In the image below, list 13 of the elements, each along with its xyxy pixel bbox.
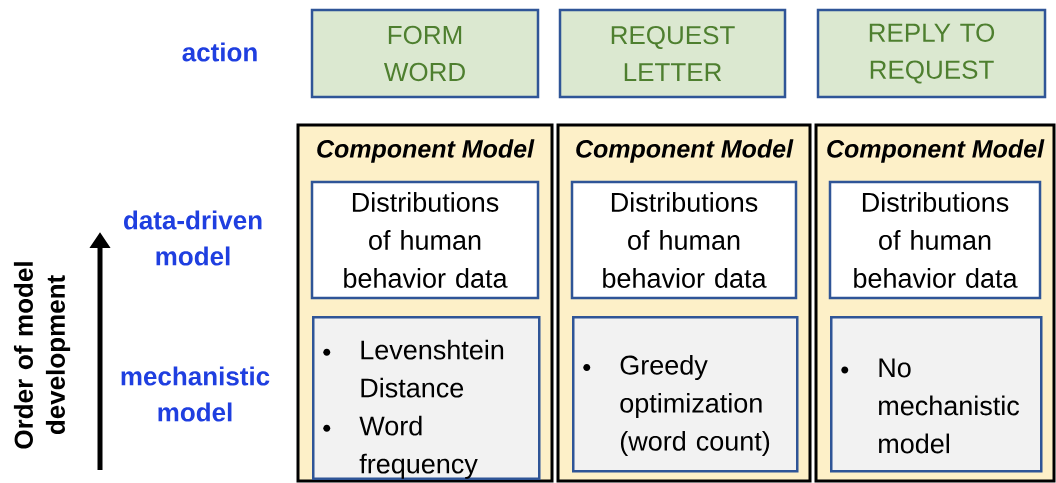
axis-label: Order of model development (13, 262, 71, 449)
action-box: REPLY TO REQUEST (816, 8, 1047, 99)
action-box: REQUEST LETTER (558, 8, 787, 99)
row-label: data-driven model (124, 210, 262, 266)
data-box: Distributions of human behavior data (310, 180, 540, 300)
data-box: Distributions of human behavior data (570, 180, 798, 300)
row-label: action (182, 42, 257, 62)
model-box: Greedy optimization (word count) (572, 316, 799, 473)
data-box: Distributions of human behavior data (828, 180, 1042, 300)
model-box: No mechanistic model (830, 316, 1043, 473)
model-box: Levenshtein Distance Word frequency (312, 316, 541, 481)
row-label: mechanistic model (121, 366, 270, 422)
action-box: FORM WORD (310, 8, 540, 99)
